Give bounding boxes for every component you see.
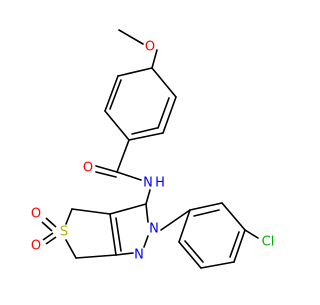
bond-benz-inner-1 xyxy=(157,97,170,129)
bond-aryl-inner-2 xyxy=(229,231,240,258)
bond-c-n xyxy=(116,171,142,181)
bond-aryl-inner-1 xyxy=(193,209,220,217)
bond-aryl-2 xyxy=(221,202,246,231)
bond-n2-aryl xyxy=(160,209,191,231)
bond-aryl-3 xyxy=(233,229,246,263)
bond-ring-carbonyl xyxy=(116,139,130,173)
bond-c3-n2 xyxy=(145,203,149,223)
bond-c4-s xyxy=(65,208,73,225)
bond-aryl-5 xyxy=(178,241,202,269)
bond-benz-inner-2 xyxy=(109,79,122,110)
bond-benz-6 xyxy=(117,67,153,77)
bond-s-o-upper-1 xyxy=(45,217,57,228)
bond-benz-1 xyxy=(151,67,177,98)
pyrazole-n1-label: N xyxy=(134,248,144,263)
bond-aryl-4 xyxy=(200,261,235,269)
structure-canvas: O O N H S O O N N Cl xyxy=(31,29,274,269)
amide-nitrogen-label: N xyxy=(143,176,153,191)
bond-aryl-inner-3 xyxy=(184,240,204,263)
bond-c6a-n1 xyxy=(115,252,134,256)
bond-s-c6 xyxy=(65,239,77,259)
sulfonyl-bonds xyxy=(41,217,57,245)
bond-n1-n2 xyxy=(143,235,149,248)
bonds xyxy=(65,29,259,269)
molecule-drawing: O O N H S O O N N Cl xyxy=(31,29,274,269)
bond-methyl-o xyxy=(118,29,144,45)
bond-n-c3 xyxy=(145,189,151,205)
pyrazole-n2-label: N xyxy=(149,222,159,237)
bond-c3-c3a xyxy=(109,203,147,215)
bond-benz-2 xyxy=(162,96,177,134)
bond-benz-3 xyxy=(128,132,164,141)
sulfonyl-oxygen-lower-label: O xyxy=(31,239,41,254)
atom-labels: O O N H S O O N N Cl xyxy=(31,40,274,263)
amide-oxygen-label: O xyxy=(83,161,93,176)
bond-c6-c6a xyxy=(75,254,117,259)
bond-s-o-lower-2 xyxy=(42,232,54,241)
methoxy-oxygen-label: O xyxy=(145,40,155,55)
bond-aryl-cl xyxy=(244,229,259,239)
bond-o-ring xyxy=(151,49,158,69)
sulfur-label: S xyxy=(60,225,68,240)
bond-benz-inner-3 xyxy=(131,127,158,135)
bond-carbonyl-1 xyxy=(95,165,118,173)
bond-benz-5 xyxy=(104,75,119,112)
bond-c3a-c4 xyxy=(71,208,111,215)
chlorine-label: Cl xyxy=(262,235,275,250)
bond-s-o-lower-1 xyxy=(45,236,57,245)
amide-hydrogen-label: H xyxy=(155,176,165,191)
bond-benz-4 xyxy=(104,110,130,141)
bond-aryl-6 xyxy=(178,209,191,243)
bond-aryl-1 xyxy=(189,202,223,211)
bond-c3a-c6a-inner xyxy=(115,217,122,252)
bond-s-o-upper-2 xyxy=(41,221,53,232)
bond-c3a-c6a xyxy=(109,213,117,256)
bond-carbonyl-2 xyxy=(95,171,117,178)
sulfonyl-oxygen-upper-label: O xyxy=(31,207,41,222)
